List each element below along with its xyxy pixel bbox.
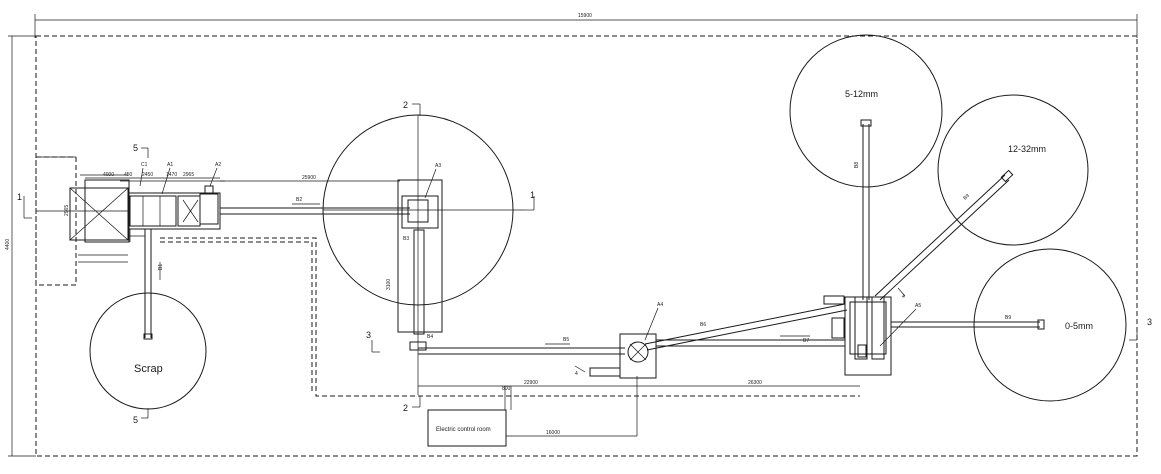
- svg-text:B7: B7: [803, 338, 809, 344]
- svg-text:2450: 2450: [142, 172, 153, 178]
- equipment-a1-unit: [120, 180, 225, 242]
- electric-control-room-label: Electric control room: [436, 427, 491, 433]
- svg-text:3: 3: [366, 330, 371, 340]
- conveyor-to-5-12: B8: [854, 119, 872, 300]
- diagonal-conveyor-a4-a5: B6: [644, 303, 848, 351]
- electric-control-room: Electric control room: [427, 409, 507, 447]
- pile-0-5: 0-5mm: [973, 248, 1127, 402]
- svg-text:B6: B6: [700, 322, 706, 328]
- lower-conveyor-to-a5: B7: [656, 335, 845, 347]
- section-mark-5-bottom: 5: [133, 408, 149, 425]
- equipment-a4-unit: A4 4: [574, 302, 663, 379]
- svg-text:450: 450: [124, 172, 133, 178]
- site-boundary: [35, 35, 1138, 457]
- svg-text:1470: 1470: [166, 172, 177, 178]
- bottom-conveyor: B5 22900 26300 800: [418, 337, 860, 392]
- pile-5-12: 5-12mm: [789, 34, 943, 188]
- svg-text:2: 2: [403, 403, 408, 413]
- svg-text:B5: B5: [563, 337, 569, 343]
- svg-text:B9: B9: [962, 193, 971, 202]
- label-a5: A5: [915, 303, 921, 309]
- label-c1: C1: [141, 162, 148, 168]
- overall-height-dimension: 4400: [5, 35, 36, 457]
- label-a2: A2: [215, 162, 221, 168]
- svg-text:1: 1: [530, 190, 535, 200]
- feed-hopper-area: [35, 156, 130, 286]
- svg-text:B9: B9: [1005, 315, 1011, 321]
- svg-text:5: 5: [133, 415, 138, 425]
- svg-text:4: 4: [902, 294, 905, 300]
- section-mark-5-top: 5: [133, 143, 149, 158]
- section-mark-1-left: 1: [17, 192, 32, 219]
- svg-text:5: 5: [133, 143, 138, 153]
- pile-0-5-label: 0-5mm: [1065, 321, 1093, 331]
- svg-text:B1: B1: [158, 264, 164, 270]
- svg-text:B8: B8: [854, 162, 860, 168]
- label-a3: A3: [435, 163, 441, 169]
- left-segment-dimensions: 4000 450 2450 1470 2965 2965: [64, 172, 220, 216]
- section-mark-3-left: 3: [366, 330, 380, 353]
- label-a1: A1: [167, 162, 173, 168]
- svg-text:2965: 2965: [183, 172, 194, 178]
- scrap-conveyor: B1: [143, 229, 164, 340]
- svg-text:16000: 16000: [546, 430, 560, 436]
- svg-text:3100: 3100: [386, 279, 392, 290]
- equipment-a3-unit: A3 B3 3100 B4: [386, 163, 443, 351]
- scrap-pile: Scrap: [89, 292, 207, 410]
- main-conveyor: 25900 B2: [220, 175, 410, 215]
- svg-text:4000: 4000: [103, 172, 114, 178]
- svg-text:3: 3: [1147, 317, 1152, 327]
- svg-text:26300: 26300: [748, 380, 762, 386]
- pile-12-32: 12-32mm: [937, 94, 1089, 246]
- svg-text:B2: B2: [296, 197, 302, 203]
- conveyor-to-12-32: B9: [874, 169, 1014, 301]
- label-a4: A4: [657, 302, 663, 308]
- section-mark-2-bottom: 2: [403, 396, 421, 413]
- svg-text:800: 800: [502, 386, 511, 392]
- overall-width-dimension: 15900: [34, 13, 1138, 38]
- scrap-pile-label: Scrap: [134, 363, 163, 375]
- control-room-connections: 16000: [504, 376, 638, 437]
- conveyor-to-0-5: B9: [891, 315, 1045, 330]
- svg-text:1: 1: [17, 192, 22, 202]
- section-mark-3-right: 3: [1129, 317, 1152, 341]
- main-conveyor-length: 25900: [302, 175, 316, 181]
- equipment-a5-unit: A5 4: [823, 287, 921, 376]
- svg-text:2: 2: [403, 100, 408, 110]
- svg-text:B3: B3: [403, 236, 409, 242]
- svg-text:4: 4: [575, 371, 578, 377]
- cable-route: [160, 237, 860, 397]
- pile-12-32-label: 12-32mm: [1008, 144, 1046, 154]
- section-mark-1-right: 1: [526, 190, 535, 211]
- svg-text:22900: 22900: [524, 380, 538, 386]
- pile-5-12-label: 5-12mm: [845, 89, 878, 99]
- overall-height-label: 4400: [5, 239, 11, 250]
- overall-width-label: 15900: [578, 13, 592, 19]
- section-mark-2-top: 2: [403, 100, 421, 116]
- svg-text:2965: 2965: [64, 205, 70, 216]
- svg-text:B4: B4: [427, 334, 433, 340]
